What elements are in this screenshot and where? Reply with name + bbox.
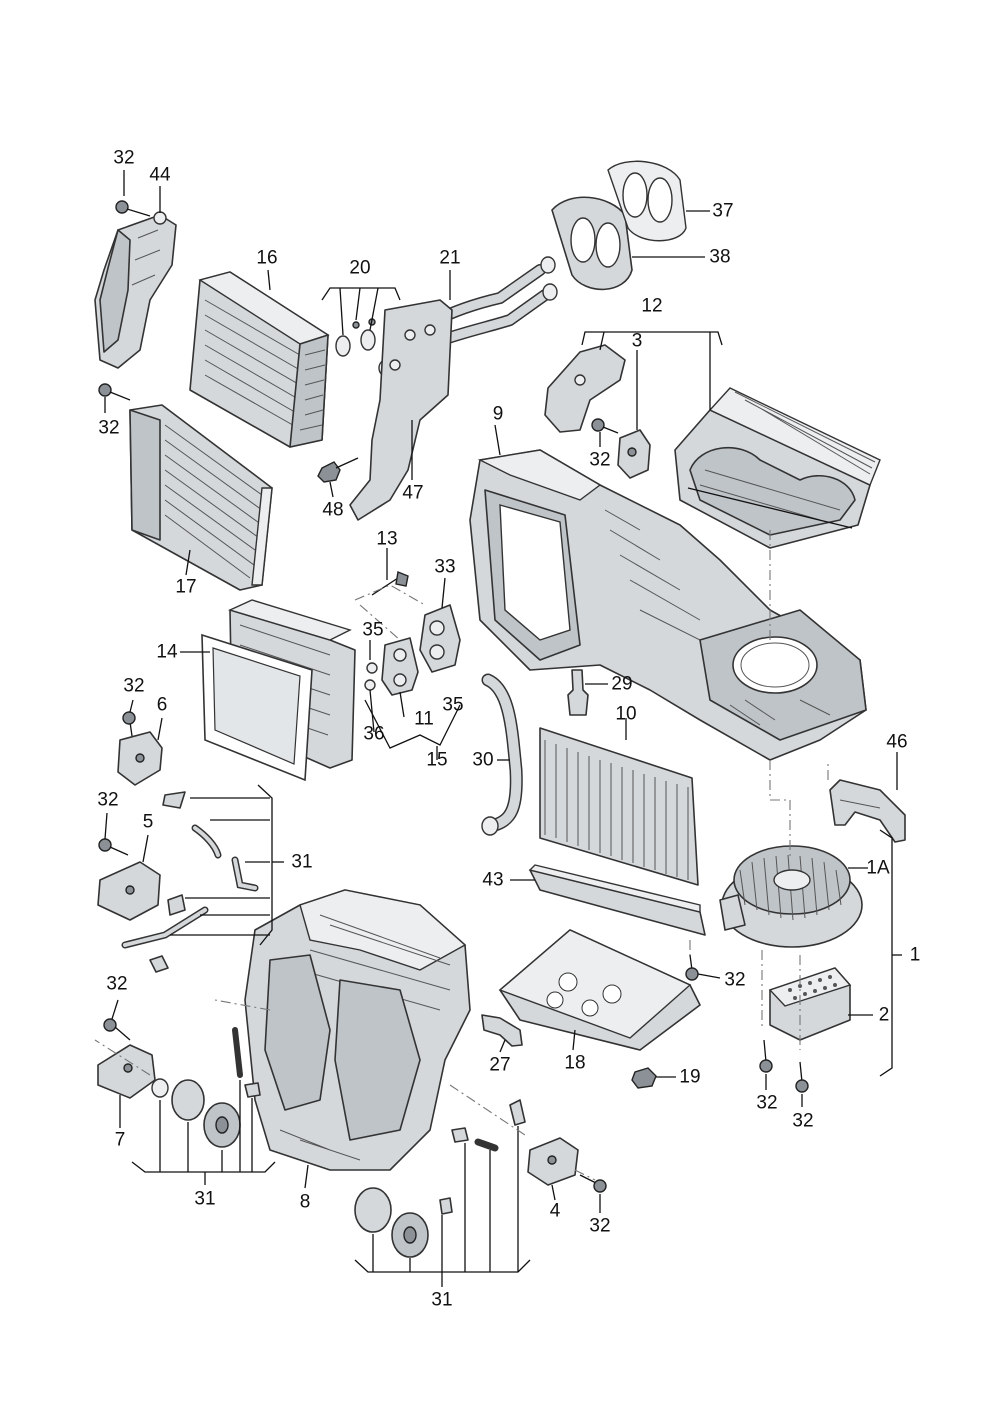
holder-43 <box>528 864 706 936</box>
callout-9: 9 <box>492 403 504 425</box>
callout-32-near-3: 32 <box>589 449 611 471</box>
screw-32-c <box>591 418 619 434</box>
sensor-29 <box>567 669 589 716</box>
main-housing-9 <box>469 449 867 761</box>
callout-27: 27 <box>489 1054 511 1076</box>
bolt-13 <box>371 571 409 596</box>
screw-32-f <box>685 954 699 981</box>
callout-8: 8 <box>299 1191 311 1213</box>
series-resistor-2 <box>768 967 852 1041</box>
screw-32-e <box>795 1061 809 1093</box>
seal-rings-20 <box>335 318 376 357</box>
radiator-17 <box>129 404 273 591</box>
gasket-37 <box>607 160 687 242</box>
gears-31-lower-left <box>151 1027 261 1148</box>
callout-5: 5 <box>142 811 154 833</box>
bracket-47 <box>349 299 453 521</box>
callout-16: 16 <box>256 247 278 269</box>
callout-19: 19 <box>679 1066 701 1088</box>
callout-32-above-6: 32 <box>123 675 145 697</box>
callout-30: 30 <box>472 749 494 771</box>
gears-31-lower-right <box>354 1099 526 1258</box>
cover-18 <box>498 929 701 1051</box>
callout-10: 10 <box>615 703 637 725</box>
callout-31-lower-left: 31 <box>194 1188 216 1210</box>
callout-32-lower-right: 32 <box>589 1215 611 1237</box>
callout-18: 18 <box>564 1052 586 1074</box>
callout-32-above-5: 32 <box>97 789 119 811</box>
drain-hose-30 <box>481 673 523 836</box>
bracket-46 <box>829 779 906 843</box>
callout-3: 3 <box>631 330 643 352</box>
servo-motor-6 <box>117 731 163 786</box>
callout-33: 33 <box>434 556 456 578</box>
servo-motor-3 <box>617 429 651 479</box>
levers-31-left <box>121 791 259 973</box>
callout-32-lower-left: 32 <box>106 973 128 995</box>
callout-20: 20 <box>349 257 371 279</box>
callout-38: 38 <box>709 246 731 268</box>
callout-14: 14 <box>156 641 178 663</box>
screw-32-i <box>103 1018 131 1041</box>
screw-32-j <box>579 1174 607 1193</box>
callout-31-left: 31 <box>291 851 313 873</box>
callout-37: 37 <box>712 200 734 222</box>
callout-32-near-blower: 32 <box>724 969 746 991</box>
alignment-lines <box>94 530 829 1181</box>
callout-21: 21 <box>439 247 461 269</box>
servo-motor-7 <box>97 1044 156 1099</box>
screw-32-b <box>98 383 131 401</box>
servo-motor-5 <box>97 861 161 921</box>
callout-46: 46 <box>886 731 908 753</box>
callout-32-top: 32 <box>113 147 135 169</box>
evaporator-14 <box>201 599 356 782</box>
leader-lines <box>104 170 902 1287</box>
valve-33 <box>419 604 461 673</box>
callout-13: 13 <box>376 528 398 550</box>
callout-32-under-2-right: 32 <box>792 1110 814 1132</box>
screw-32-g <box>122 711 136 737</box>
callout-1a: 1A <box>866 857 890 879</box>
callout-11: 11 <box>414 708 434 730</box>
screw-32-a <box>115 200 151 217</box>
pollen-filter-10 <box>539 727 699 886</box>
callout-47: 47 <box>402 482 424 504</box>
callout-44: 44 <box>149 164 171 186</box>
callout-7: 7 <box>114 1129 126 1151</box>
expansion-valve-11 <box>364 637 419 696</box>
callout-32-under-2-left: 32 <box>756 1092 778 1114</box>
callout-6: 6 <box>156 694 168 716</box>
callout-43: 43 <box>482 869 504 891</box>
distribution-housing-8 <box>244 889 471 1171</box>
recirculation-housing-12 <box>674 387 881 549</box>
callout-35-top: 35 <box>362 619 384 641</box>
callout-1: 1 <box>909 944 921 966</box>
callout-35-right: 35 <box>442 694 464 716</box>
callout-2: 2 <box>878 1004 890 1026</box>
callout-48: 48 <box>322 499 344 521</box>
bolt-48 <box>317 457 359 483</box>
callout-4: 4 <box>549 1200 561 1222</box>
screw-32-h <box>98 838 129 856</box>
flap-bracket-12 <box>544 344 626 433</box>
blower-1a <box>719 845 863 948</box>
bracket-44 <box>94 211 177 369</box>
clip-27 <box>481 1014 523 1047</box>
callout-32-left-mid: 32 <box>98 417 120 439</box>
heat-exchanger-16 <box>189 271 330 448</box>
servo-motor-4 <box>527 1137 579 1186</box>
nut-19 <box>631 1067 657 1089</box>
callout-17: 17 <box>175 576 197 598</box>
screw-32-d <box>759 1039 773 1073</box>
callout-31-lower-right: 31 <box>431 1289 453 1311</box>
callout-36: 36 <box>363 723 385 745</box>
callout-15: 15 <box>426 749 448 771</box>
gasket-38 <box>551 196 633 291</box>
callout-12: 12 <box>641 295 663 317</box>
callout-29: 29 <box>611 673 633 695</box>
